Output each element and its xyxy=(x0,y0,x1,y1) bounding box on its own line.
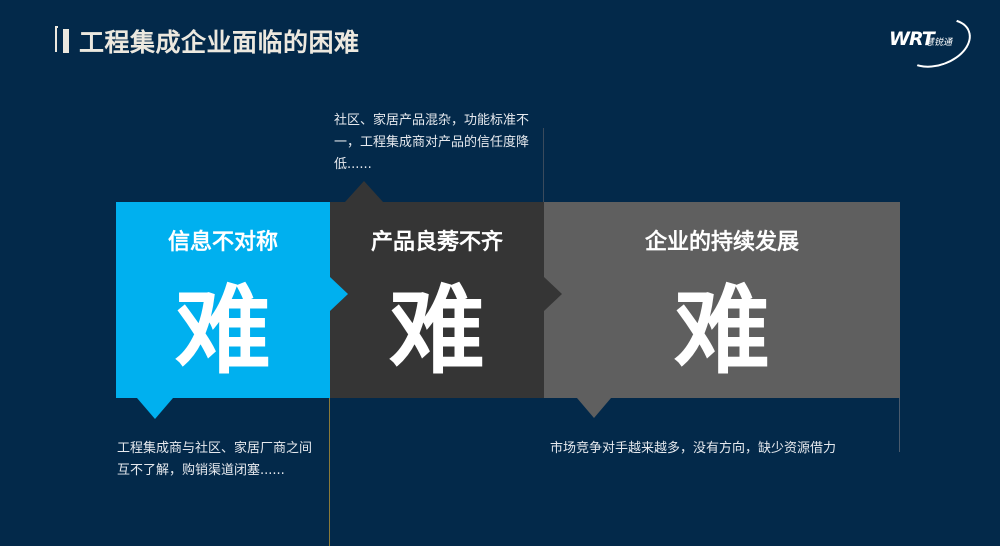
card-big-char: 难 xyxy=(674,275,770,387)
card-heading: 信息不对称 xyxy=(167,230,278,255)
note-sustainable-development: 市场竞争对手越来越多，没有方向，缺少资源借力 xyxy=(550,441,837,456)
page-title: 工程集成企业面临的困难 xyxy=(79,28,360,57)
title-bar-icon xyxy=(63,29,69,53)
brand-logo: WRT 慧锐通 xyxy=(886,9,982,77)
note-product-quality: 社区、家居产品混杂，功能标准不一，工程集成商对产品的信任度降低...... xyxy=(334,113,530,172)
connector-line xyxy=(543,128,544,202)
pointer-down-icon xyxy=(577,398,611,418)
logo-mark: WRT xyxy=(889,28,935,50)
card-heading: 企业的持续发展 xyxy=(644,230,799,255)
card-heading: 产品良莠不齐 xyxy=(370,230,503,255)
card-product-quality: 产品良莠不齐 难 xyxy=(330,202,562,398)
pointer-up-icon xyxy=(345,181,383,202)
connector-line xyxy=(329,398,330,546)
card-sustainable-development: 企业的持续发展 难 xyxy=(544,202,900,398)
page-header: 工程集成企业面临的困难 xyxy=(55,24,360,58)
card-big-char: 难 xyxy=(175,275,271,387)
arrow-right-icon xyxy=(544,277,562,311)
card-big-char: 难 xyxy=(389,275,485,387)
connector-line xyxy=(899,398,900,452)
title-bracket-icon xyxy=(55,26,58,52)
card-info-asymmetry: 信息不对称 难 xyxy=(116,202,348,398)
logo-subtext: 慧锐通 xyxy=(925,38,953,48)
arrow-right-icon xyxy=(330,277,348,311)
note-info-asymmetry: 工程集成商与社区、家居厂商之间互不了解，购销渠道闭塞...... xyxy=(117,441,313,478)
pointer-down-icon xyxy=(137,398,173,419)
